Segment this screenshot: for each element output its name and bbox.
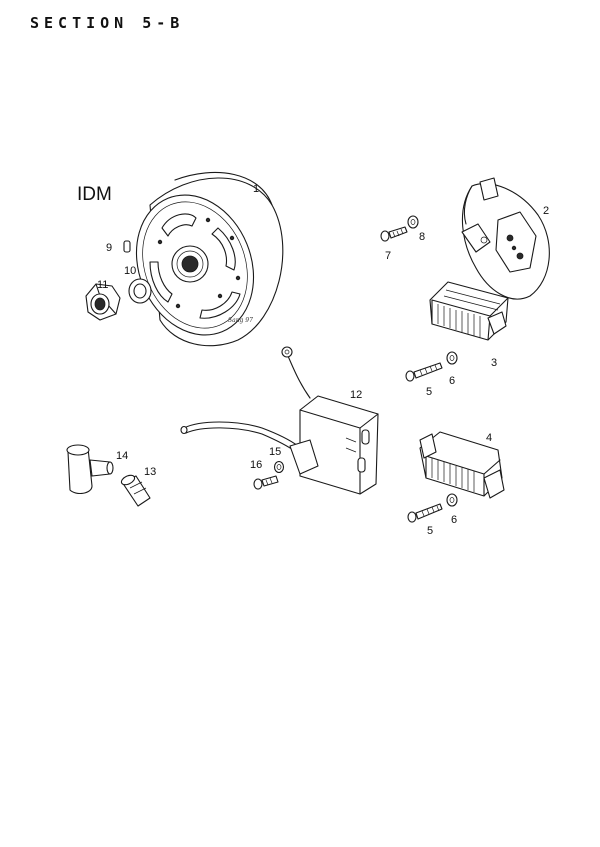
voltage-regulator: [419, 431, 505, 499]
callout-3: 3: [491, 357, 497, 369]
callout-11: 11: [97, 279, 108, 291]
washer-8: [407, 215, 419, 229]
screw-16: [253, 475, 279, 490]
callout-15: 15: [269, 446, 281, 458]
callout-4: 4: [486, 432, 492, 444]
hex-nut: [85, 283, 121, 321]
stator-base-plate: [461, 177, 550, 300]
washer-15: [273, 460, 285, 474]
washer: [128, 278, 152, 304]
callout-5-lower: 5: [427, 525, 433, 537]
screw-5-upper: [405, 362, 443, 382]
callout-2: 2: [543, 205, 549, 217]
key-pin: [123, 240, 131, 253]
screw-7: [380, 226, 408, 242]
callout-1: 1: [253, 183, 259, 195]
spark-plug-cap: [66, 444, 114, 495]
callout-10: 10: [124, 265, 136, 277]
screw-5-lower: [407, 503, 443, 523]
ignition-coil: [180, 346, 379, 495]
callout-12: 12: [350, 389, 362, 401]
callout-6-lower: 6: [451, 514, 457, 526]
section-title: SECTION 5-B: [30, 14, 185, 32]
callout-16: 16: [250, 459, 262, 471]
washer-6-upper: [446, 351, 458, 365]
cap-connector: [120, 474, 151, 507]
flywheel-rotor: [135, 171, 284, 347]
callout-6-upper: 6: [449, 375, 455, 387]
callout-9: 9: [106, 242, 112, 254]
callout-8: 8: [419, 231, 425, 243]
generator-coil: [429, 281, 509, 341]
callout-14: 14: [116, 450, 128, 462]
artist-signature: Sang 97: [228, 317, 253, 324]
brand-label: IDM: [77, 184, 112, 205]
callout-7: 7: [385, 250, 391, 262]
washer-6-lower: [446, 493, 458, 507]
callout-13: 13: [144, 466, 156, 478]
callout-5-upper: 5: [426, 386, 432, 398]
